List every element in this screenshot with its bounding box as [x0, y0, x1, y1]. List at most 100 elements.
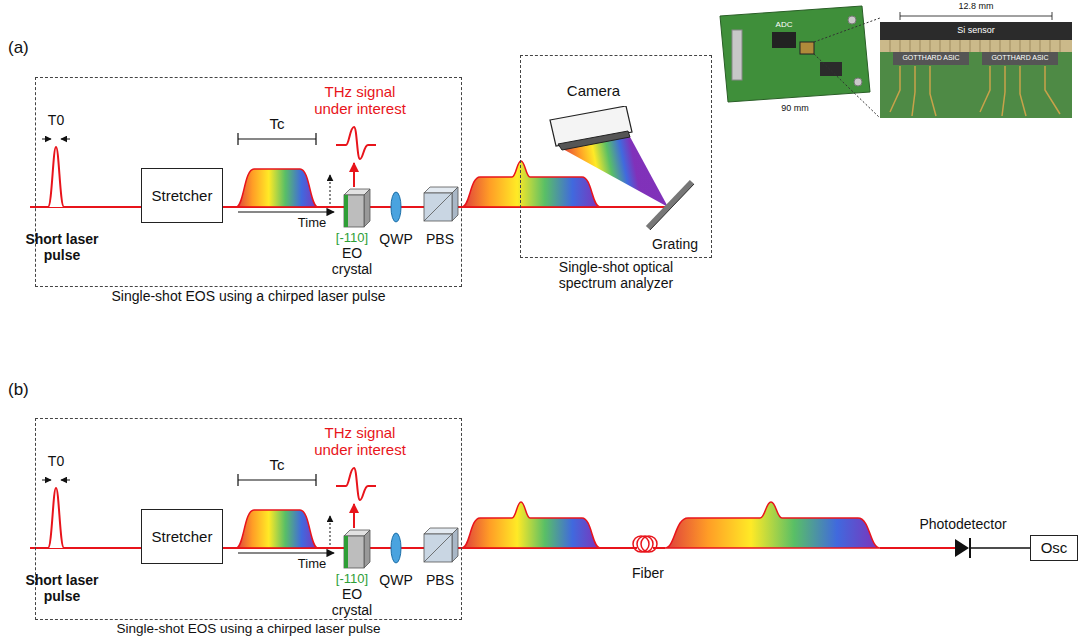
label-holder: Fiber	[632, 565, 664, 581]
zoom-line	[814, 54, 880, 118]
part-name: Fiber	[632, 565, 664, 581]
label-holder: GOTTHARD ASIC	[902, 54, 959, 62]
stretched-pulse	[665, 502, 880, 548]
pulse-width: T0	[48, 453, 64, 469]
eos-setup-b	[30, 468, 600, 568]
label-holder: [-110]	[336, 572, 368, 587]
adc-chip	[772, 32, 796, 48]
part-name: PBS	[426, 572, 454, 588]
sensor-chip	[800, 42, 814, 54]
asic-chip	[982, 52, 1058, 65]
chip-label: Si sensor	[957, 25, 995, 35]
label-holder: Time	[298, 216, 326, 231]
node-label: Stretcher	[152, 528, 213, 545]
chip-label: ADC	[776, 20, 793, 29]
label-holder: Short laser pulse	[20, 572, 104, 604]
label-holder: Photodetector	[919, 516, 1006, 532]
zoom-line	[814, 18, 880, 42]
fiber-coil	[637, 536, 653, 552]
label-holder: Tc	[270, 456, 285, 473]
node-label: Osc	[1041, 539, 1068, 556]
part-name: EO crystal	[324, 586, 380, 618]
signal-label: THz signal under interest	[304, 424, 416, 459]
label-holder: EO crystal	[324, 586, 380, 618]
connector	[854, 78, 862, 86]
part-name: QWP	[379, 231, 412, 247]
photodiode-symbol	[955, 539, 969, 557]
pulse-label: Short laser pulse	[20, 231, 104, 263]
label-holder: ADC	[776, 20, 793, 29]
wire-bonds	[880, 40, 1072, 52]
frame-caption: Single-shot EOS using a chirped laser pu…	[36, 621, 461, 637]
laser-beam	[880, 547, 955, 549]
label-holder: Grating	[652, 236, 698, 252]
label-holder: (a)	[8, 38, 29, 58]
label-holder: Time	[298, 557, 326, 572]
node-label: Stretcher	[152, 187, 213, 204]
part-name: QWP	[379, 572, 412, 588]
crystal-axis: [-110]	[336, 572, 368, 587]
chip-label: GOTTHARD ASIC	[991, 54, 1048, 62]
si-sensor	[880, 22, 1072, 40]
frame-caption: Single-shot EOS using a chirped laser pu…	[36, 288, 461, 304]
grating-edge	[650, 184, 694, 230]
node-label: Camera	[546, 82, 641, 99]
dimension-line	[900, 12, 1052, 20]
camera-lens	[558, 131, 630, 150]
camera: Camera	[546, 106, 641, 151]
label-holder: T0	[48, 112, 64, 128]
pulse-width: T0	[48, 112, 64, 128]
signal-label: THz signal under interest	[304, 83, 416, 118]
label-holder: THz signal under interest	[304, 83, 416, 118]
label-holder: 12.8 mm	[958, 1, 993, 11]
camera-outline	[546, 106, 641, 151]
signal-wire	[971, 547, 1030, 549]
laser-beam	[653, 547, 665, 549]
part-name: PBS	[426, 231, 454, 247]
laser-beam	[600, 206, 668, 208]
connector	[848, 16, 856, 24]
label-holder: THz signal under interest	[304, 424, 416, 459]
clock-chip	[820, 62, 842, 76]
eos-setup-a	[30, 127, 600, 227]
gold-traces	[890, 66, 1060, 116]
laser-beam	[600, 547, 637, 549]
dimension: 90 mm	[781, 103, 809, 113]
part-name: EO crystal	[324, 245, 380, 277]
bond-wires	[890, 40, 1060, 52]
label-holder: (b)	[8, 380, 29, 400]
label-holder: T0	[48, 453, 64, 469]
crystal-axis: [-110]	[336, 231, 368, 246]
oscilloscope-box: Osc	[1030, 535, 1078, 561]
zoomed-board	[880, 22, 1072, 118]
frame-caption: Single-shot optical spectrum analyzer	[531, 259, 701, 291]
fmc-connector	[732, 30, 742, 80]
asic-chip	[893, 52, 969, 65]
dashed-frame: Single-shot optical spectrum analyzerCam…	[520, 55, 712, 258]
chirp-duration: Tc	[270, 456, 285, 473]
grating	[648, 182, 692, 228]
part-name: Grating	[652, 236, 698, 252]
label-holder: QWP	[379, 231, 412, 247]
label-holder: QWP	[379, 572, 412, 588]
label-holder: Si sensor	[957, 25, 995, 35]
label-holder: PBS	[426, 231, 454, 247]
label-holder: 90 mm	[781, 103, 809, 113]
kalypso-board	[720, 6, 870, 102]
panel-label: (b)	[8, 380, 29, 400]
pulse-label: Short laser pulse	[20, 572, 104, 604]
fiber-coil	[641, 536, 657, 552]
part-name: Photodetector	[919, 516, 1006, 532]
stretcher-box: Stretcher	[141, 168, 223, 223]
label-holder: PBS	[426, 572, 454, 588]
chirp-duration: Tc	[270, 115, 285, 132]
label-holder: Short laser pulse	[20, 231, 104, 263]
axis-label: Time	[298, 557, 326, 572]
axis-label: Time	[298, 216, 326, 231]
stretcher-box: Stretcher	[141, 509, 223, 564]
label-holder: EO crystal	[324, 245, 380, 277]
dimension: 12.8 mm	[958, 1, 993, 11]
label-holder: GOTTHARD ASIC	[991, 54, 1048, 62]
